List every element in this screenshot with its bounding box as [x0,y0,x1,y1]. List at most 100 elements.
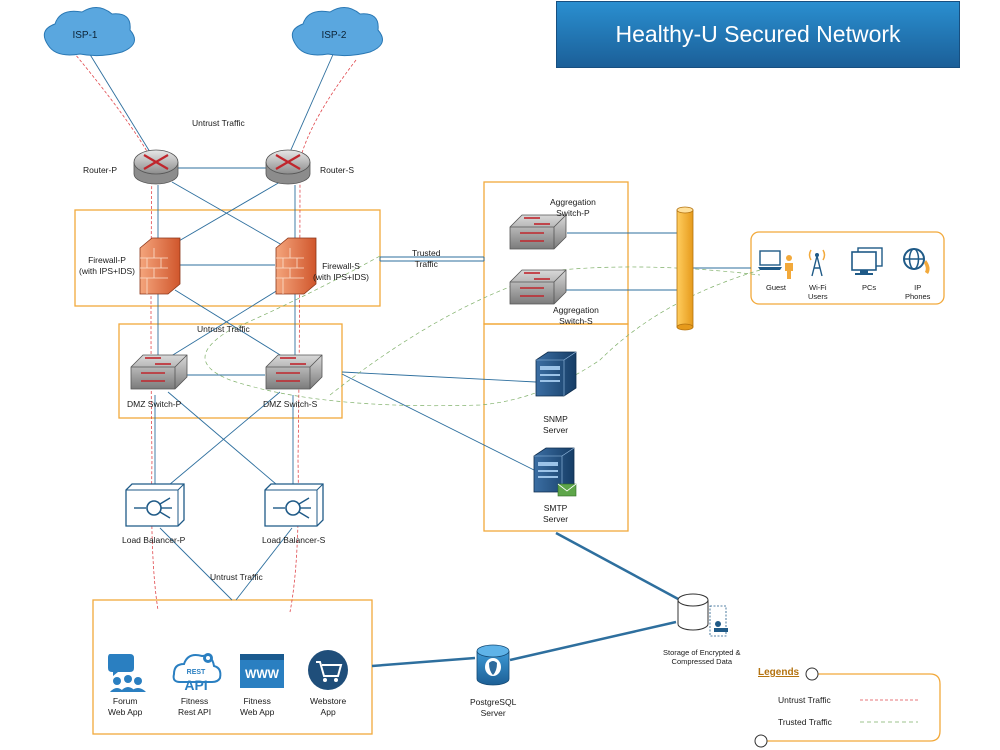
router-s-icon [265,149,311,185]
backbone-bus [676,206,694,331]
forum-line2: Web App [108,707,143,717]
webstore-line1: Webstore [310,696,347,706]
smtp-server-label: SMTP Server [543,503,568,525]
firewall-s-label: Firewall-S (with IPS+IDS) [313,261,369,283]
app-zone [92,599,373,735]
rest-line2: Rest API [178,707,212,717]
isp-2-cloud: ISP-2 [291,7,383,57]
smtp-line1: SMTP [543,503,568,513]
ip-phones-label: IP Phones [905,283,930,301]
storage-icon [677,593,728,637]
untrust-traffic-paths [69,47,357,613]
isp-1-cloud: ISP-1 [43,7,135,57]
legend-frame [761,673,941,742]
postgres-line1: PostgreSQL [470,697,517,707]
smtp-server-icon [533,447,577,497]
api-icon-text: API [184,677,207,693]
router-s-label: Router-S [320,165,355,175]
fitness-line2: Web App [240,707,275,717]
guest-user-icon [785,255,793,279]
firewall-s-icon [275,237,317,295]
aggregation-switch-s-icon [509,269,567,305]
load-balancer-s-icon [264,483,324,527]
router-p-icon [133,149,179,185]
forum-app-label: Forum Web App [108,696,142,718]
firewall-s-line2: (with IPS+IDS) [313,272,369,282]
load-balancer-p-label: Load Balancer-P [122,535,186,545]
page-title: Healthy-U Secured Network [556,1,960,68]
aggregation-switch-s-label: Aggregation Switch-S [553,305,599,327]
legend-trusted-label: Trusted Traffic [778,717,832,727]
firewall-s-line1: Firewall-S [322,261,360,271]
legend-bottom-circle [754,734,768,748]
fitness-web-app-label: Fitness Web App [240,696,274,718]
storage-line1: Storage of Encrypted & [663,648,741,657]
rest-icon-text: REST [187,669,206,676]
load-balancer-s-label: Load Balancer-S [262,535,326,545]
legend-untrust-label: Untrust Traffic [778,695,831,705]
webstore-app-label: Webstore App [310,696,346,718]
isp-1-label: ISP-1 [72,30,97,41]
aggregation-s-line2: Switch-S [559,316,593,326]
postgresql-server-icon [476,644,510,686]
webstore-cart-icon [308,650,348,690]
snmp-line1: SNMP [543,414,568,424]
snmp-server-icon [535,351,577,397]
firewall-p-icon [139,237,181,295]
zones [74,181,945,742]
trusted-connector [379,256,485,262]
aggregation-p-line2: Switch-P [556,208,590,218]
trusted-traffic-line1: Trusted [412,248,441,258]
aggregation-switch-p-label: Aggregation Switch-P [550,197,596,219]
aggregation-p-line1: Aggregation [550,197,596,207]
postgres-line2: Server [480,708,506,718]
laptop-icon [758,250,782,270]
legend-marks [754,667,918,748]
aggregation-s-line1: Aggregation [553,305,599,315]
rest-api-label: Fitness Rest API [178,696,211,718]
load-balancer-p-icon [125,483,185,527]
wifi-users-label: Wi-Fi Users [808,283,828,301]
untrust-traffic-bottom-label: Untrust Traffic [210,572,263,582]
forum-line1: Forum [112,696,138,706]
pc-icon [851,247,883,275]
wifi-tower-icon [808,249,826,277]
ip-line1: IP [914,283,922,292]
wifi-line1: Wi-Fi [809,283,827,292]
storage-label: Storage of Encrypted & Compressed Data [663,648,741,666]
storage-line2: Compressed Data [671,657,732,666]
firewall-p-line2: (with IPS+IDS) [79,266,135,276]
ip-phone-icon [903,248,930,274]
webstore-line2: App [320,707,336,717]
trusted-traffic-line2: Traffic [414,259,438,269]
www-icon: WWW [240,654,284,688]
isp-2-label: ISP-2 [321,30,346,41]
snmp-line2: Server [543,425,569,435]
www-icon-text: WWW [245,667,280,681]
network-links [85,47,751,668]
guest-label: Guest [766,283,787,292]
legend-title: Legends [758,667,800,678]
dmz-switch-p-label: DMZ Switch-P [127,399,182,409]
dmz-switch-s-icon [265,354,323,390]
dmz-switch-s-label: DMZ Switch-S [263,399,318,409]
ip-line2: Phones [905,292,931,301]
forum-icon [108,654,146,692]
trusted-traffic-label: Trusted Traffic [412,248,441,270]
rest-api-icon: REST API [172,653,222,693]
untrust-traffic-top-label: Untrust Traffic [192,118,245,128]
smtp-line2: Server [543,514,569,524]
firewall-p-label: Firewall-P (with IPS+IDS) [79,255,135,277]
server-zone [483,323,629,532]
fitness-line1: Fitness [243,696,271,706]
pcs-label: PCs [862,283,877,292]
legend-top-circle [805,667,819,681]
aggregation-switch-p-icon [509,214,567,250]
snmp-server-label: SNMP Server [543,414,568,436]
postgresql-server-label: PostgreSQL Server [470,697,516,719]
wifi-line2: Users [808,292,828,301]
router-p-label: Router-P [83,165,118,175]
dmz-switch-p-icon [130,354,188,390]
untrust-traffic-mid-label: Untrust Traffic [197,324,250,334]
